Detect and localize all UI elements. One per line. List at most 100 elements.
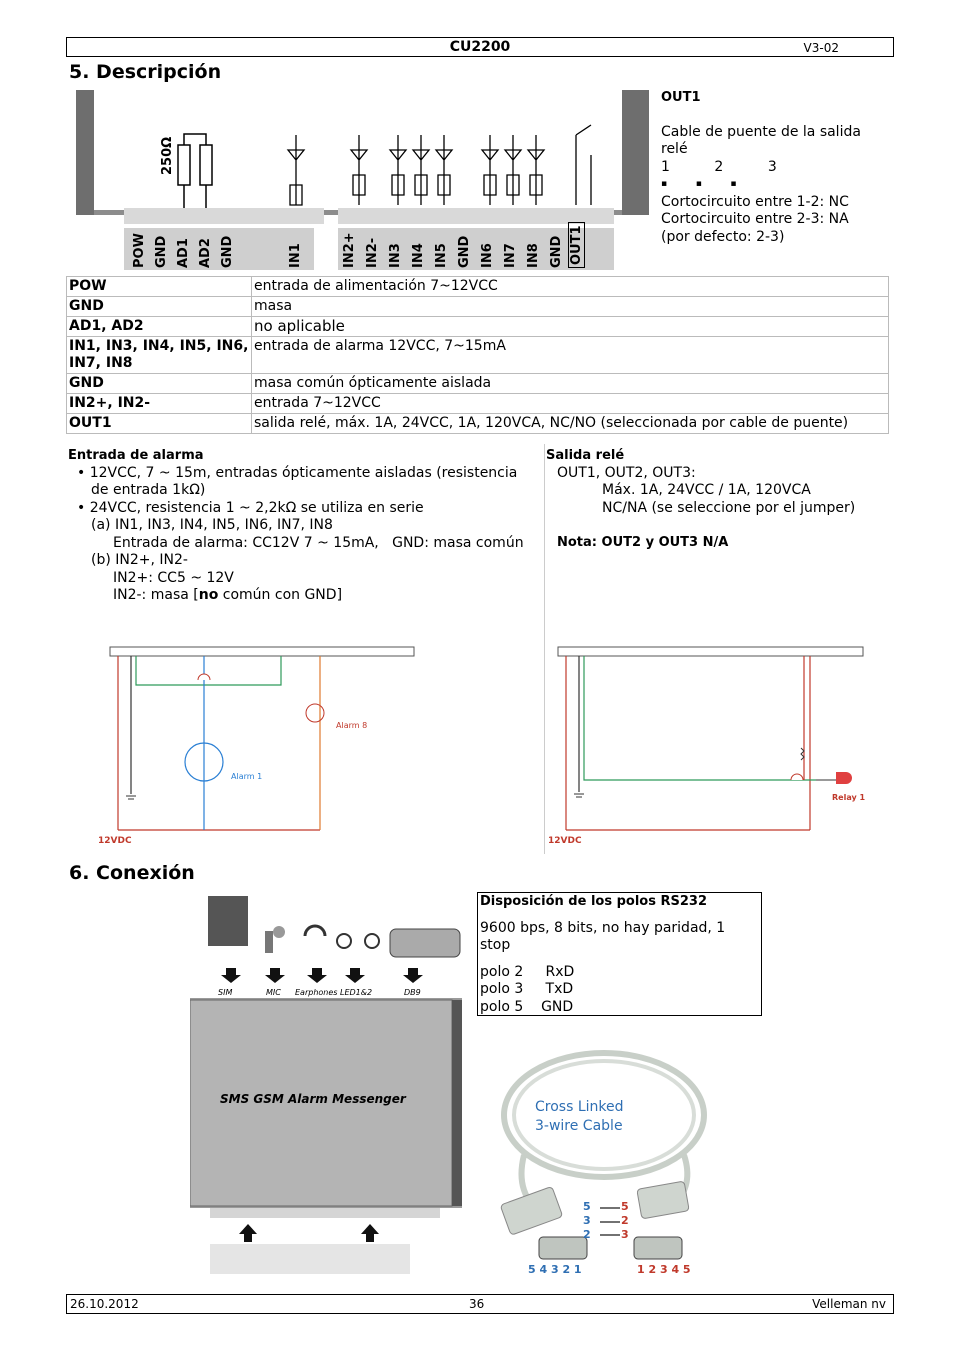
bullet-text: 12VCC, 7 ~ 15m, entradas ópticamente ais…	[89, 464, 518, 481]
rs232-pin: polo 3 TxD	[480, 981, 574, 997]
out1-title: OUT1	[661, 90, 701, 105]
resistor-label: 250Ω	[160, 136, 175, 175]
out1-line: relé	[661, 141, 688, 157]
out1-line: Cable de puente de la salida	[661, 123, 861, 140]
relay-line: Máx. 1A, 24VCC / 1A, 120VCA	[602, 482, 811, 498]
relay-line: OUT1, OUT2, OUT3:	[557, 464, 696, 481]
alarm-1-label: Alarm 1	[231, 772, 263, 781]
terminal-label: IN8	[526, 243, 541, 268]
table-key: AD1, AD2	[66, 316, 252, 337]
cable-label-2: 3-wire Cable	[535, 1118, 623, 1134]
table-key: OUT1	[66, 413, 252, 434]
rs232-line: 9600 bps, 8 bits, no hay paridad, 1	[480, 920, 726, 936]
terminal-label: IN1	[288, 243, 303, 268]
alarm-8-label: Alarm 8	[336, 721, 368, 730]
terminal-label: IN2-	[365, 237, 380, 268]
table-key: POW	[66, 276, 252, 297]
cable-illustration: Cross Linked 3-wire Cable 5 5 3 2 2 3 5 …	[484, 1045, 714, 1285]
page-footer: 26.10.2012 36 Velleman nv	[66, 1294, 894, 1314]
out1-description: OUT1 Cable de puente de la salida relé 1…	[661, 89, 891, 246]
text-bold: no	[198, 587, 219, 603]
table-value: masa común ópticamente aislada	[251, 373, 889, 394]
alarm-bullet-1b: de entrada 1kΩ)	[91, 482, 206, 498]
alarm-wiring-diagram: Alarm 8 Alarm 1 12VDC	[96, 620, 426, 852]
terminal-board-image	[76, 90, 649, 270]
table-value: no aplicable	[251, 316, 889, 337]
supply-label: 12VDC	[548, 836, 582, 846]
port-label: DB9	[404, 988, 421, 997]
relay-1-label: Relay 1	[832, 793, 866, 802]
document-model: CU2200	[449, 39, 511, 55]
supply-label: 12VDC	[98, 836, 132, 846]
rs232-line: stop	[480, 937, 511, 953]
relay-output-title: Salida relé	[546, 448, 625, 463]
relay-note: Nota: OUT2 y OUT3 N/A	[557, 535, 729, 550]
relay-line: NC/NA (se seleccione por el jumper)	[602, 499, 856, 516]
terminal-label-out1: OUT1	[568, 222, 585, 268]
section-6-title: 6. Conexión	[69, 862, 195, 884]
terminal-label: POW	[132, 233, 147, 268]
table-row: IN2+, IN2-entrada 7~12VCC	[66, 393, 889, 414]
rs232-pin: polo 2 RxD	[480, 964, 575, 980]
table-key: GND	[66, 373, 252, 394]
rs232-title: Disposición de los polos RS232	[480, 894, 707, 909]
alarm-input-section: Entrada de alarma • 12VCC, 7 ~ 15m, entr…	[68, 447, 546, 605]
alarm-option-a-detail: Entrada de alarma: CC12V 7 ~ 15mA, GND: …	[113, 534, 524, 551]
relay-output-section: Salida relé OUT1, OUT2, OUT3: Máx. 1A, 2…	[546, 447, 891, 552]
footer-company: Velleman nv	[812, 1297, 886, 1311]
terminal-label: IN2+	[342, 232, 357, 268]
terminal-label: GND	[154, 235, 169, 268]
right-connector-pins: 1 2 3 4 5	[637, 1263, 691, 1276]
alarm-input-title: Entrada de alarma	[68, 448, 204, 463]
column-divider	[544, 444, 545, 854]
cable-pin: 5	[621, 1200, 629, 1213]
terminal-label: IN4	[411, 243, 426, 268]
out1-line: ▪ ▪ ▪	[661, 179, 737, 189]
page-header: CU2200 V3-02	[66, 37, 894, 57]
alarm-bullet-2: • 24VCC, resistencia 1 ~ 2,2kΩ se utiliz…	[77, 499, 424, 516]
port-label: LED1&2	[340, 988, 373, 997]
cable-label-1: Cross Linked	[535, 1099, 624, 1115]
out1-line: Cortocircuito entre 1-2: NC	[661, 193, 849, 210]
cable-pin: 3	[621, 1228, 629, 1241]
terminal-label: IN6	[480, 243, 495, 268]
port-label: MIC	[266, 988, 281, 997]
relay-wiring-diagram: Relay 1 12VDC	[546, 620, 868, 852]
table-key: IN2+, IN2-	[66, 393, 252, 414]
footer-date: 26.10.2012	[70, 1297, 139, 1311]
cable-pin: 3	[583, 1214, 591, 1227]
document-version: V3-02	[803, 41, 839, 55]
terminal-label: AD1	[176, 238, 191, 268]
port-label: Earphones	[295, 988, 338, 997]
terminal-label: AD2	[198, 238, 213, 268]
table-value: salida relé, máx. 1A, 24VCC, 1A, 120VCA,…	[251, 413, 889, 434]
section-5-title: 5. Descripción	[69, 61, 222, 83]
table-value: entrada de alarma 12VCC, 7~15mA	[251, 336, 889, 374]
footer-page-number: 36	[469, 1297, 485, 1311]
table-key: IN1, IN3, IN4, IN5, IN6, IN7, IN8	[66, 336, 252, 374]
terminal-label: GND	[457, 235, 472, 268]
out1-line: (por defecto: 2-3)	[661, 228, 785, 245]
text: IN2-: masa [	[113, 587, 199, 603]
port-label: SIM	[218, 988, 233, 997]
alarm-option-b-detail-2: IN2-: masa [no común con GND]	[68, 587, 546, 605]
out1-line: Cortocircuito entre 2-3: NA	[661, 211, 849, 227]
alarm-option-b-detail: IN2+: CC5 ~ 12V	[113, 569, 234, 586]
terminal-label: IN5	[434, 243, 449, 268]
terminal-label: GND	[220, 235, 235, 268]
terminal-label: IN3	[388, 243, 403, 268]
alarm-option-a: (a) IN1, IN3, IN4, IN5, IN6, IN7, IN8	[91, 517, 333, 533]
table-value: entrada 7~12VCC	[251, 393, 889, 414]
table-value: masa	[251, 296, 889, 317]
out1-line: 1 2 3	[661, 158, 777, 175]
table-key: GND	[66, 296, 252, 317]
bullet-text: 24VCC, resistencia 1 ~ 2,2kΩ se utiliza …	[89, 499, 424, 516]
device-name: SMS GSM Alarm Messenger	[220, 1092, 406, 1106]
alarm-option-b: (b) IN2+, IN2-	[91, 552, 188, 568]
